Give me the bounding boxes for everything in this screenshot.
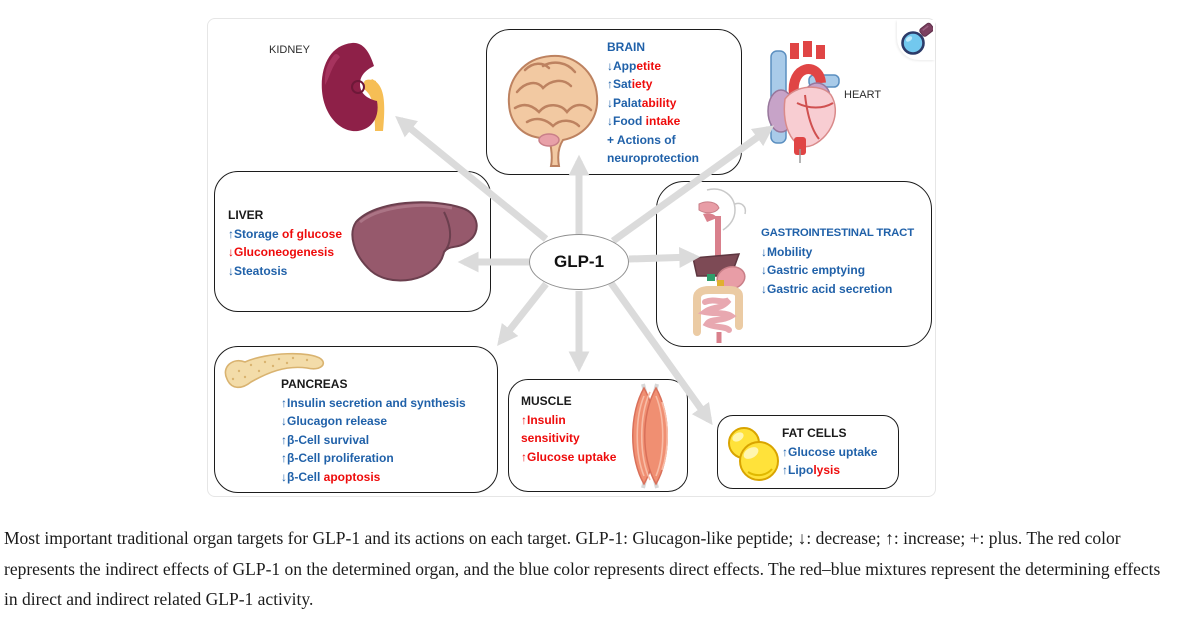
pancreas-title: PANCREAS xyxy=(281,377,348,391)
kidney-illustration xyxy=(321,42,385,132)
fat-effects-list: ↑Glucose uptake↑Lipolysis xyxy=(782,444,878,478)
kidney-label: KIDNEY xyxy=(269,44,310,56)
liver-effects-list: ↑Storage of glucose↓Gluconeogenesis↓Stea… xyxy=(228,226,343,278)
glp1-figure-panel: KIDNEY HEART xyxy=(207,18,936,497)
pancreas-illustration xyxy=(224,352,325,389)
magnifier-icon xyxy=(901,22,933,55)
heart-illustration xyxy=(767,41,840,163)
heart-label: HEART xyxy=(844,89,882,101)
figure-caption: Most important traditional organ targets… xyxy=(4,528,1161,609)
pancreas-effects-list: ↑Insulin secretion and synthesis↓Glucago… xyxy=(281,395,466,484)
zoom-button[interactable] xyxy=(897,20,935,60)
gi-title: GASTROINTESTINAL TRACT xyxy=(761,227,914,239)
liver-box: LIVER ↑Storage of glucose↓Gluconeogenesi… xyxy=(214,171,491,312)
brain-effects-list: ↓Appetite↑Satiety↓Palatability↓Food inta… xyxy=(607,58,699,166)
gi-tract-illustration xyxy=(692,188,747,343)
liver-illustration xyxy=(351,201,478,282)
fat-cells-illustration xyxy=(728,427,779,481)
gi-effects-list: ↓Mobility↓Gastric emptying↓Gastric acid … xyxy=(761,244,893,296)
fat-cells-box: FAT CELLS ↑Glucose uptake↑Lipolysis xyxy=(717,415,899,489)
brain-box: BRAIN ↓Appetite↑Satiety↓Palatability↓Foo… xyxy=(486,29,742,175)
muscle-title: MUSCLE xyxy=(521,394,572,408)
glp1-label: GLP-1 xyxy=(553,252,605,271)
brain-title: BRAIN xyxy=(607,40,645,54)
pancreas-box: PANCREAS ↑Insulin secretion and synthesi… xyxy=(214,346,498,493)
muscle-illustration xyxy=(632,383,668,489)
gastrointestinal-box: GASTROINTESTINAL TRACT ↓Mobility↓Gastric… xyxy=(656,181,932,347)
glp1-node: GLP-1 xyxy=(529,234,629,290)
fat-cells-title: FAT CELLS xyxy=(782,426,847,440)
liver-title: LIVER xyxy=(228,208,264,222)
arrow-to-pancreas xyxy=(497,281,549,346)
brain-illustration xyxy=(507,54,599,167)
